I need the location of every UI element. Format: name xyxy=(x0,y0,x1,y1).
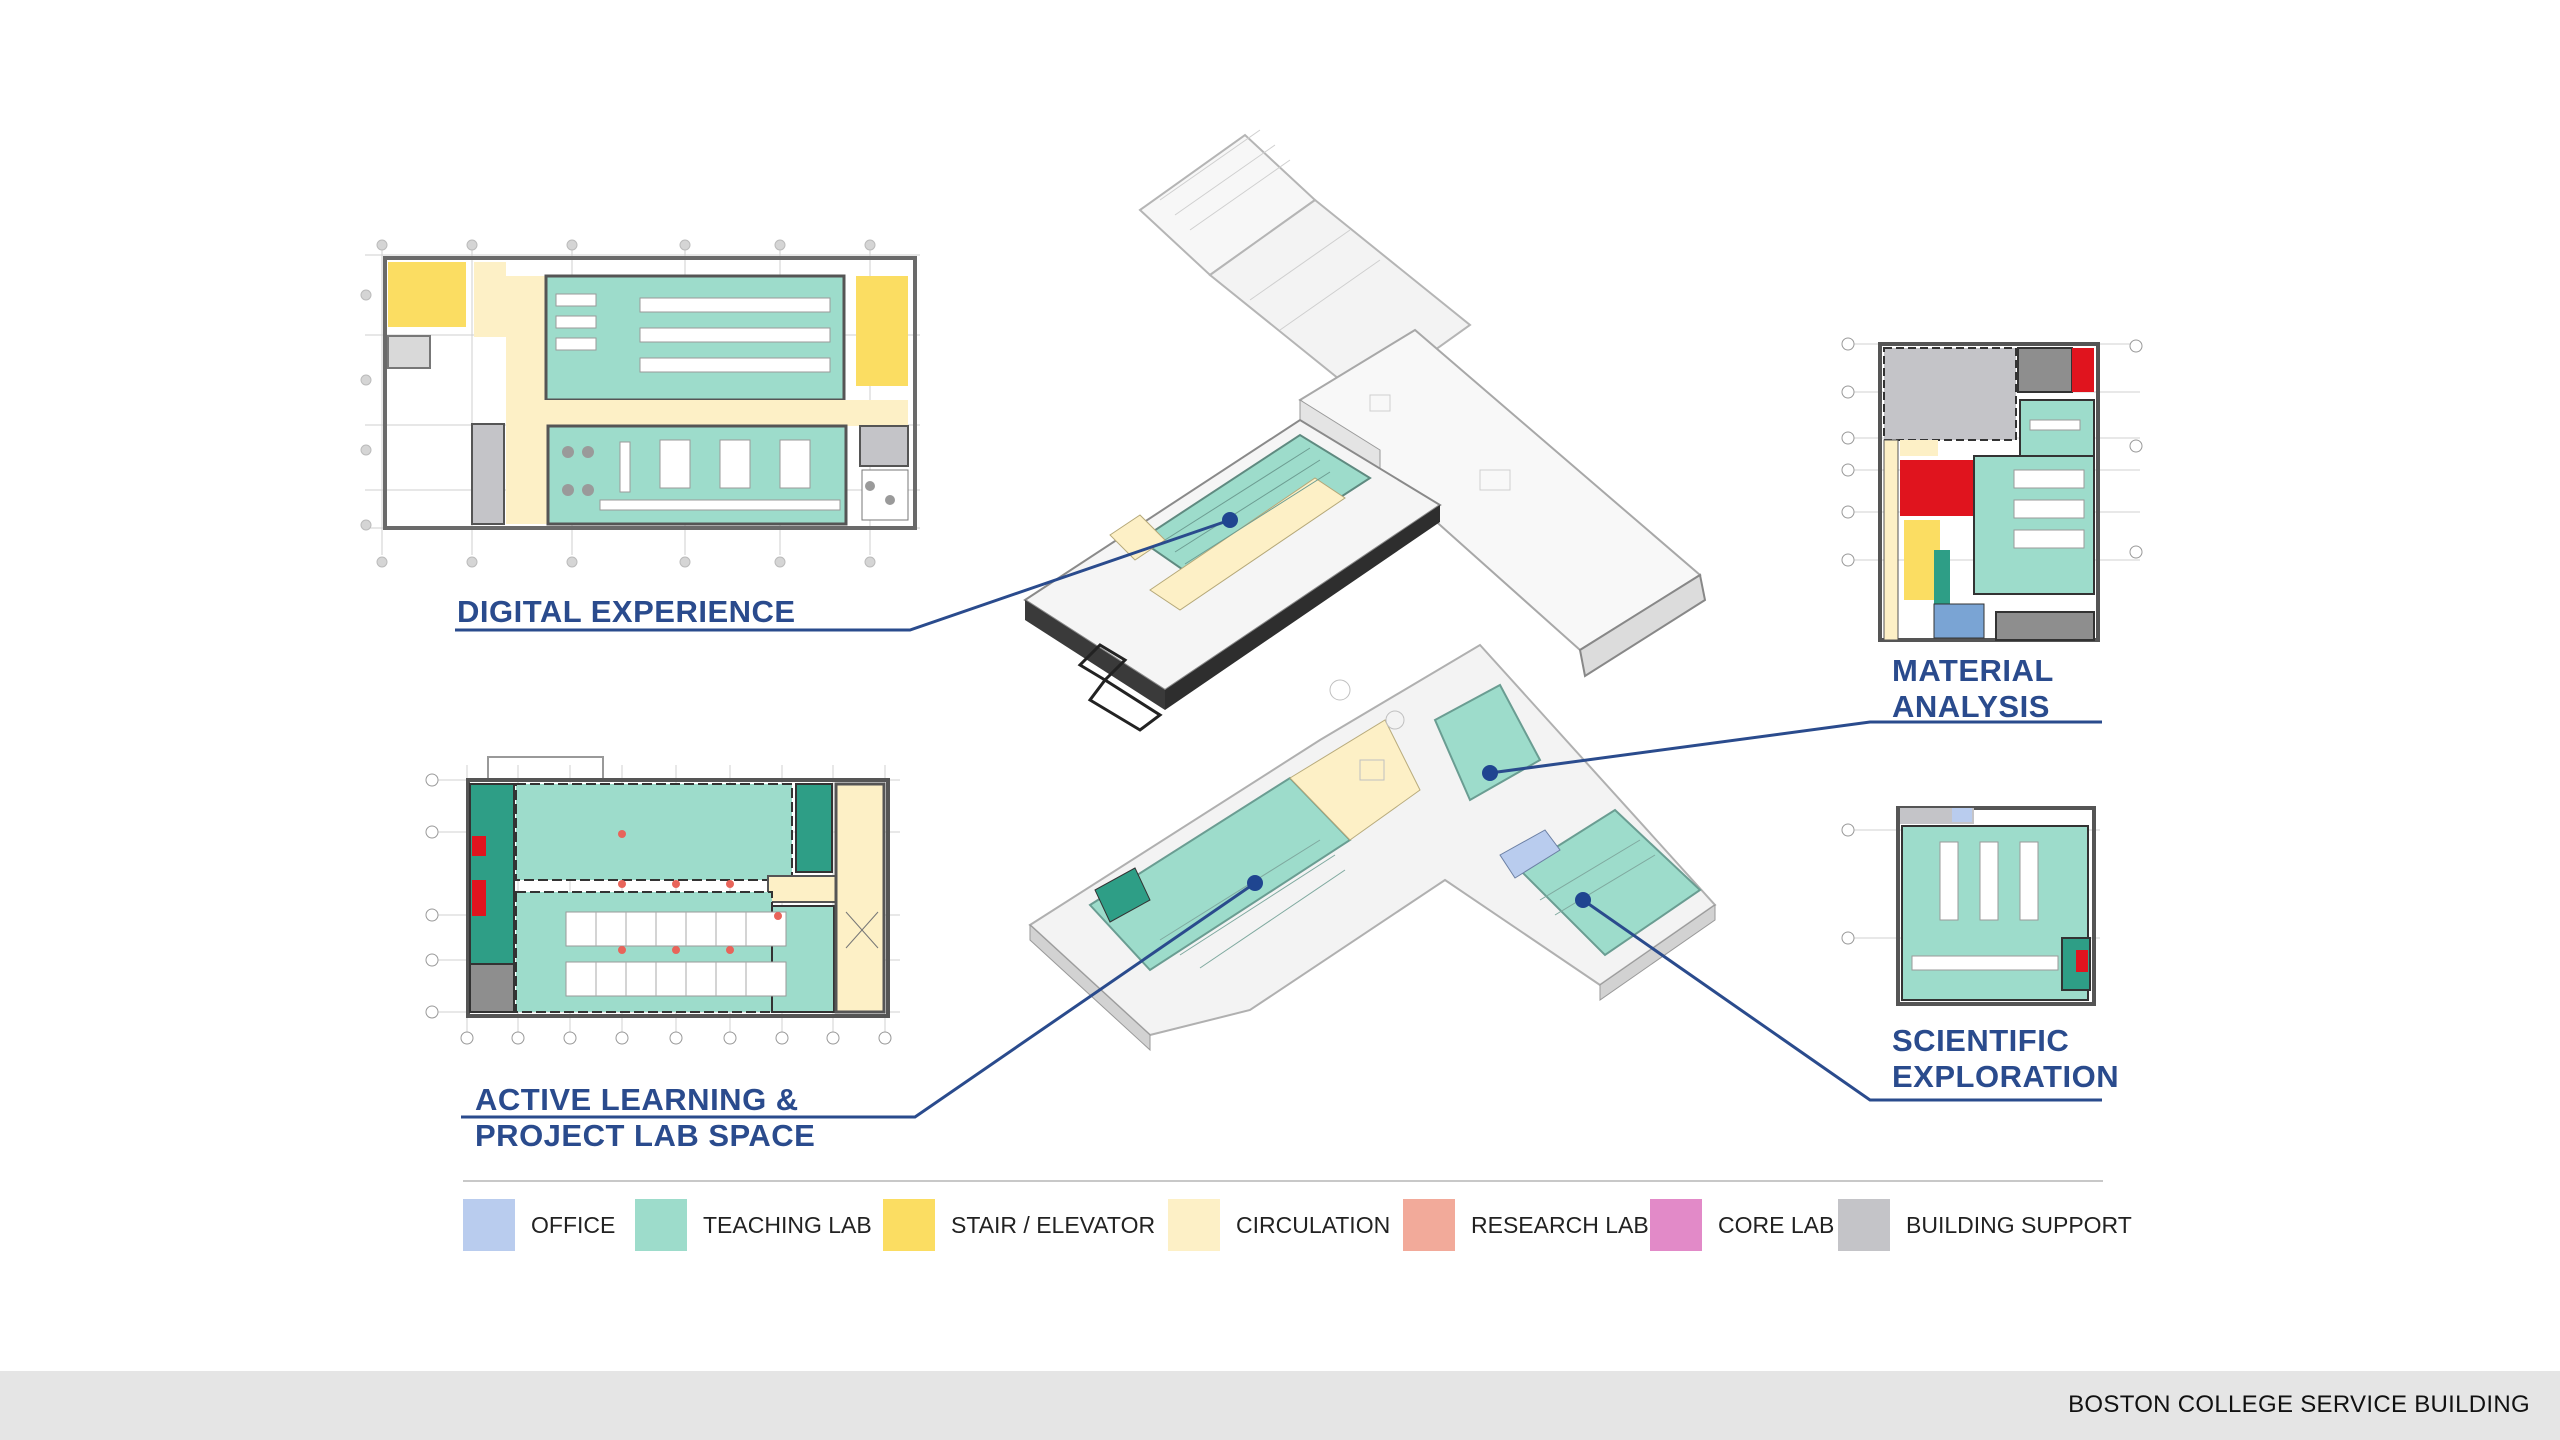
callout-scientific-exploration: SCIENTIFIC EXPLORATION xyxy=(1892,1023,2119,1095)
floor-plan-scientific-exploration xyxy=(1841,806,2100,1006)
callout-active-line-2: PROJECT LAB SPACE xyxy=(475,1118,816,1153)
legend-label: BUILDING SUPPORT xyxy=(1906,1211,2132,1238)
callout-active-learning: ACTIVE LEARNING & PROJECT LAB SPACE xyxy=(475,1082,815,1154)
floor-plan-digital-experience xyxy=(360,239,920,568)
legend-label: RESEARCH LAB xyxy=(1471,1211,1649,1238)
legend-item-building-support: BUILDING SUPPORT xyxy=(1838,1198,2132,1252)
callout-scientific-line-1: SCIENTIFIC xyxy=(1892,1023,2070,1058)
legend: OFFICE TEACHING LAB STAIR / ELEVATOR CIR… xyxy=(463,1198,2132,1252)
floor-plan-material-analysis xyxy=(1841,337,2143,642)
legend-label: TEACHING LAB xyxy=(703,1211,872,1238)
legend-swatch xyxy=(463,1199,515,1251)
legend-swatch xyxy=(1838,1199,1890,1251)
legend-item-research-lab: RESEARCH LAB xyxy=(1403,1198,1649,1252)
callout-dots xyxy=(1222,512,1591,908)
legend-divider xyxy=(463,1180,2103,1182)
axonometric-building xyxy=(1023,129,1717,1052)
legend-item-stair-elevator: STAIR / ELEVATOR xyxy=(883,1198,1155,1252)
legend-item-office: OFFICE xyxy=(463,1198,615,1252)
legend-label: STAIR / ELEVATOR xyxy=(951,1211,1156,1238)
footer-bar: BOSTON COLLEGE SERVICE BUILDING xyxy=(0,1371,2560,1440)
legend-label: CIRCULATION xyxy=(1236,1211,1391,1238)
legend-swatch xyxy=(1168,1199,1220,1251)
legend-swatch xyxy=(1403,1199,1455,1251)
callout-leaders xyxy=(455,518,2102,1119)
callout-material-line-1: MATERIAL xyxy=(1892,653,2054,688)
legend-label: OFFICE xyxy=(531,1211,616,1238)
legend-swatch xyxy=(1650,1199,1702,1251)
legend-label: CORE LAB xyxy=(1718,1211,1835,1238)
footer-title: BOSTON COLLEGE SERVICE BUILDING xyxy=(2068,1391,2530,1418)
legend-swatch xyxy=(635,1199,687,1251)
callout-material-analysis: MATERIAL ANALYSIS xyxy=(1892,653,2054,725)
floor-plan-active-learning xyxy=(425,756,900,1045)
callout-digital-experience: DIGITAL EXPERIENCE xyxy=(457,594,796,630)
callout-material-line-2: ANALYSIS xyxy=(1892,689,2050,724)
legend-swatch xyxy=(883,1199,935,1251)
legend-item-teaching-lab: TEACHING LAB xyxy=(635,1198,872,1252)
callout-digital-experience-text: DIGITAL EXPERIENCE xyxy=(457,594,796,629)
callout-active-line-1: ACTIVE LEARNING & xyxy=(475,1082,799,1117)
callout-scientific-line-2: EXPLORATION xyxy=(1892,1059,2120,1094)
legend-item-circulation: CIRCULATION xyxy=(1168,1198,1390,1252)
legend-item-core-lab: CORE LAB xyxy=(1650,1198,1834,1252)
